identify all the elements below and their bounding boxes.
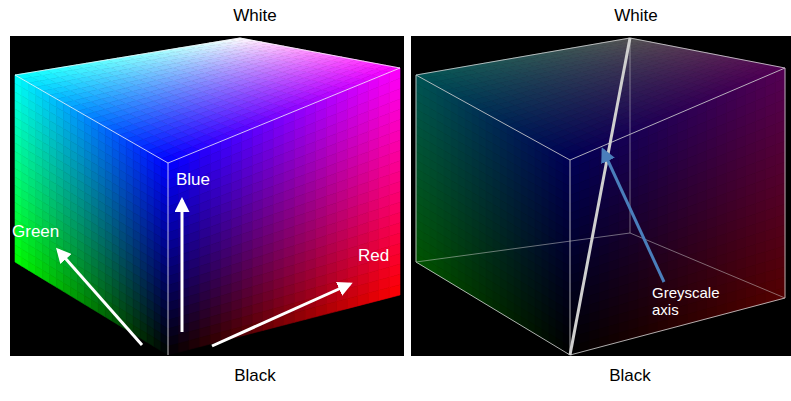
face-cell	[22, 258, 29, 271]
face-cell	[154, 338, 161, 351]
transparent-cube	[416, 38, 785, 355]
left-panel	[10, 36, 404, 356]
face-cell	[368, 290, 379, 303]
face-cell	[64, 283, 71, 296]
cube-face	[15, 75, 168, 355]
face-cell	[36, 266, 43, 279]
face-cell	[98, 304, 105, 317]
face-cell	[168, 343, 179, 355]
face-cell	[295, 310, 306, 322]
face-cell	[326, 301, 337, 314]
face-cell	[43, 270, 50, 283]
solid-cube	[15, 38, 400, 355]
face-cell	[57, 279, 64, 292]
face-cell	[140, 329, 147, 342]
face-cell	[200, 335, 211, 347]
face-cell	[85, 296, 92, 309]
face-cell	[347, 296, 358, 309]
face-cell	[92, 300, 99, 313]
face-cell	[337, 299, 348, 312]
face-cell	[379, 287, 390, 300]
face-cell	[15, 254, 22, 267]
cube-face	[168, 68, 400, 355]
face-cell	[50, 275, 57, 288]
face-cell	[78, 291, 85, 304]
face-cell	[189, 338, 200, 350]
cube-face	[570, 68, 785, 355]
face-cell	[179, 341, 190, 353]
face-cell	[161, 342, 168, 355]
face-cell	[316, 304, 327, 317]
face-cell	[147, 334, 154, 347]
face-cell	[29, 262, 36, 275]
face-cell	[389, 285, 400, 298]
face-cell	[305, 307, 316, 319]
right-panel	[411, 36, 791, 356]
face-cell	[358, 293, 369, 306]
face-cell	[71, 287, 78, 300]
